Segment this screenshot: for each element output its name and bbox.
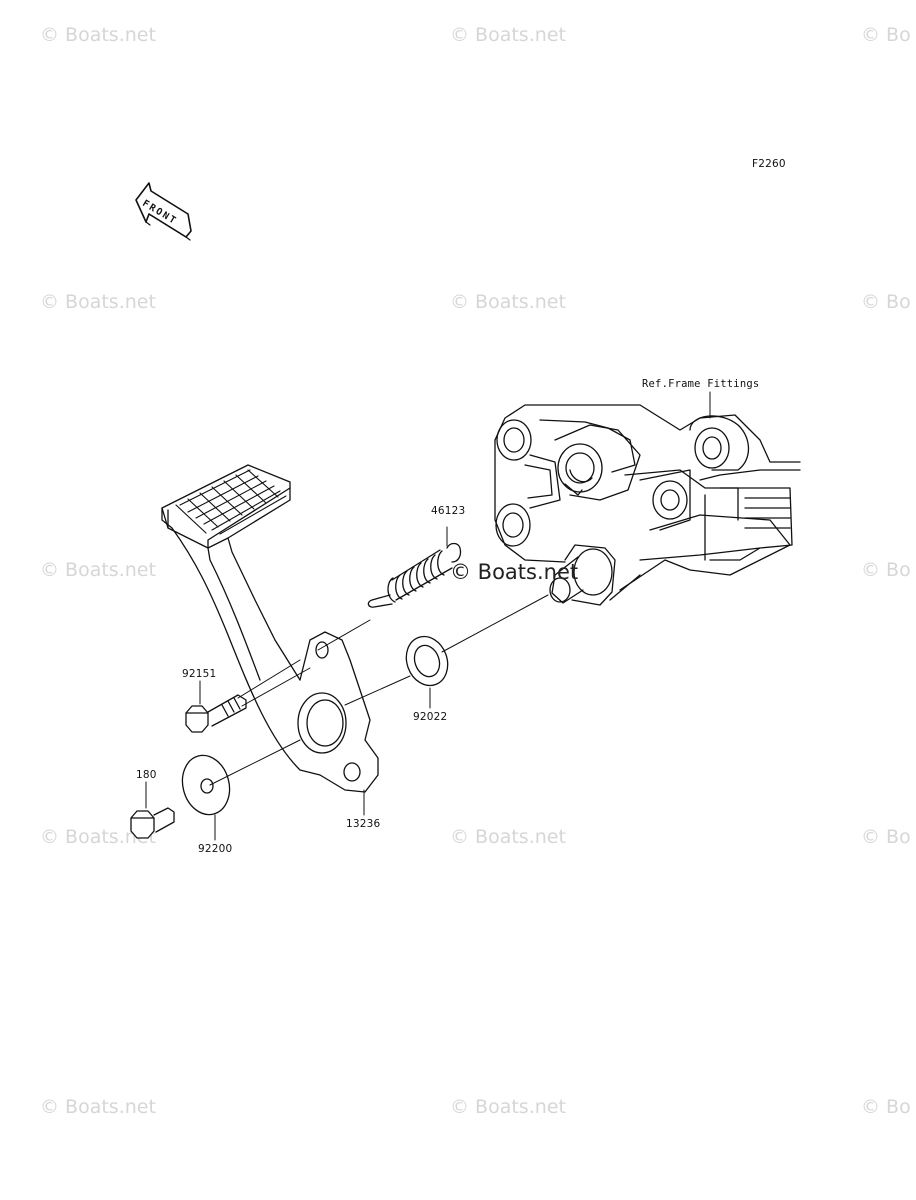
bolt-92151: [185, 680, 247, 733]
watermark: © Boats.net: [450, 1096, 566, 1118]
frame-fittings: [494, 404, 801, 606]
watermark: © Boats.net: [40, 291, 156, 313]
watermark: © Bo: [861, 291, 911, 313]
watermark: © Bo: [861, 826, 911, 848]
watermark: © Boats.net: [40, 1096, 156, 1118]
washer-92200: [181, 754, 231, 841]
reference-label: Ref.Frame Fittings: [642, 378, 760, 390]
part-label-spring: 46123: [431, 505, 466, 517]
diagram-code: F2260: [752, 158, 786, 170]
watermark: © Boats.net: [40, 24, 156, 46]
watermark: © Boats.net: [450, 560, 579, 584]
bolt-180: [130, 781, 175, 839]
watermark: © Boats.net: [450, 291, 566, 313]
brake-pedal: [161, 464, 379, 816]
watermark: © Boats.net: [40, 559, 156, 581]
watermark: © Bo: [861, 24, 911, 46]
return-spring: [367, 526, 462, 608]
front-arrow-icon: [135, 182, 192, 241]
watermark: © Bo: [861, 559, 911, 581]
watermark: © Boats.net: [450, 24, 566, 46]
watermark: © Boats.net: [450, 826, 566, 848]
washer-92022: [405, 635, 449, 709]
part-label-bolt: 92151: [182, 668, 217, 680]
part-label-washer-outer: 92200: [198, 843, 233, 855]
watermark: © Bo: [861, 1096, 911, 1118]
watermark: © Boats.net: [40, 826, 156, 848]
part-label-bolt-small: 180: [136, 769, 157, 781]
part-label-washer-inner: 92022: [413, 711, 448, 723]
alignment-lines: [209, 594, 549, 786]
part-label-pedal: 13236: [346, 818, 381, 830]
